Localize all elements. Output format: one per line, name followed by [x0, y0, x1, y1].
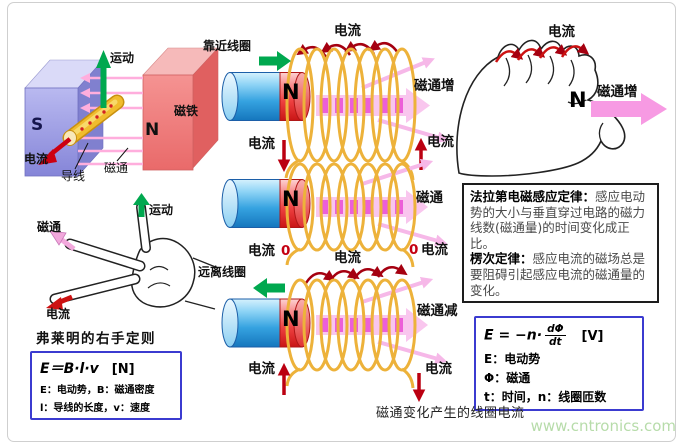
- emf-equation: E＝B·l·v: [40, 361, 99, 377]
- motion-arrow-right-icon: [259, 51, 291, 71]
- row3-flux-label: 磁通减: [417, 303, 458, 319]
- row2-flux-label: 磁通: [416, 190, 443, 206]
- emf-formula-box: E＝B·l·v [N] E：电动势，B：磁通密度 l：导线的长度，v：速度: [30, 351, 182, 420]
- row2-left-current-label: 电流: [248, 243, 275, 259]
- row1-right-current-label: 电流: [427, 134, 454, 150]
- induction-unit: [V]: [581, 328, 604, 344]
- coil-top-current-arrows-icon: [304, 263, 408, 284]
- fraction-denominator: dt: [549, 336, 562, 349]
- flux-arrow-icon: [49, 230, 76, 251]
- fleming-caption: 弗莱明的右手定则: [36, 331, 156, 347]
- magnet-cylinder: [221, 179, 311, 228]
- fraction-numerator: dΦ: [545, 323, 566, 337]
- north-magnet-slab: [142, 47, 219, 171]
- motion-arrow-left-icon: [253, 278, 285, 298]
- north-pole-label: N: [145, 120, 160, 140]
- row1-approach-label: 靠近线圈: [203, 39, 252, 53]
- motion-arrow-up-icon: [133, 193, 150, 217]
- motion-arrow-up-icon: [96, 50, 111, 108]
- coil-row-approach: [221, 39, 450, 181]
- row3-top-current-label: 电流: [334, 250, 361, 266]
- current-label: 电流: [24, 152, 49, 166]
- emf-var-line-2: l：导线的长度，v：速度: [40, 403, 150, 414]
- faraday-law-body: 感应电动势的大小与垂直穿过电路的磁力线数(磁通量)的时间变化成正比。: [470, 189, 646, 251]
- laws-box: 法拉第电磁感应定律：感应电动势的大小与垂直穿过电路的磁力线数(磁通量)的时间变化…: [462, 183, 659, 304]
- coil-loops-icon: [285, 278, 417, 389]
- fleming-motion-label: 运动: [149, 203, 174, 217]
- induction-var-line-1: E：电动势: [484, 352, 541, 367]
- flux-big-arrow-icon: [591, 93, 667, 125]
- watermark: www.cntronics.com: [530, 417, 676, 435]
- induction-lhs: E = −n·: [484, 327, 543, 344]
- coil-row-recede: [221, 263, 448, 403]
- current-curl-arrows-icon: [494, 43, 590, 63]
- wire-label: 导线: [61, 169, 86, 183]
- row1-pole-label: N: [282, 80, 300, 104]
- magnet-label: 磁铁: [174, 104, 199, 118]
- coil-loops-icon: [284, 47, 417, 181]
- row1-flux-label: 磁通增: [414, 78, 455, 94]
- motion-label: 运动: [110, 51, 135, 65]
- fist-flux-label: 磁通增: [597, 84, 638, 100]
- row2-right-current-label: 电流: [421, 242, 448, 258]
- faraday-law-title: 法拉第电磁感应定律：: [470, 189, 596, 204]
- lenz-law-title: 楞次定律：: [470, 251, 533, 267]
- row2-pole-label: N: [282, 187, 300, 211]
- emf-var-line-1: E：电动势，B：磁通密度: [40, 385, 155, 396]
- coil-row-static: [221, 159, 448, 268]
- current-arrow-icon: [38, 137, 72, 165]
- fist-pole-label: N: [569, 88, 587, 112]
- induction-var-line-2: Φ：磁通: [484, 371, 531, 386]
- south-pole-label: S: [31, 115, 44, 135]
- row1-top-current-label: 电流: [334, 23, 361, 39]
- current-arrow-icon: [46, 294, 73, 310]
- induction-var-line-3: t：时间，n：线圈匝数: [484, 390, 607, 405]
- right-hand-fist-scene: [456, 39, 667, 177]
- flux-pointer-line: [116, 147, 129, 162]
- fleming-flux-label: 磁通: [37, 220, 62, 234]
- row2-right-zero: 0: [409, 242, 419, 258]
- row3-pole-label: N: [282, 307, 300, 331]
- row2-left-zero: 0: [281, 243, 291, 259]
- coil-loops-icon: [285, 162, 417, 268]
- bottom-caption: 磁通变化产生的线圈电流: [376, 406, 525, 421]
- page-border: [7, 2, 676, 442]
- row3-right-current-label: 电流: [425, 361, 452, 377]
- lenz-law-body: 感应电流的磁场总是要阻碍引起感应电流的磁通量的变化。: [470, 251, 646, 298]
- magnet-cylinder: [221, 72, 311, 121]
- fist-current-label: 电流: [548, 24, 575, 40]
- flux-label: 磁通: [104, 161, 129, 175]
- fleming-current-label: 电流: [46, 307, 71, 321]
- wire-pointer-line: [74, 142, 89, 170]
- finger-curl-lines: [503, 54, 604, 142]
- hand-sketch: [49, 202, 219, 310]
- wire-rod: [62, 94, 125, 146]
- emf-unit: [N]: [111, 362, 135, 377]
- row3-recede-label: 远离线圈: [198, 265, 247, 279]
- magnet-cylinder: [221, 298, 311, 348]
- row1-left-current-label: 电流: [248, 136, 275, 152]
- fleming-hand-scene: [46, 193, 219, 310]
- bar-magnet-scene: [24, 47, 219, 177]
- row3-left-current-label: 电流: [248, 361, 275, 377]
